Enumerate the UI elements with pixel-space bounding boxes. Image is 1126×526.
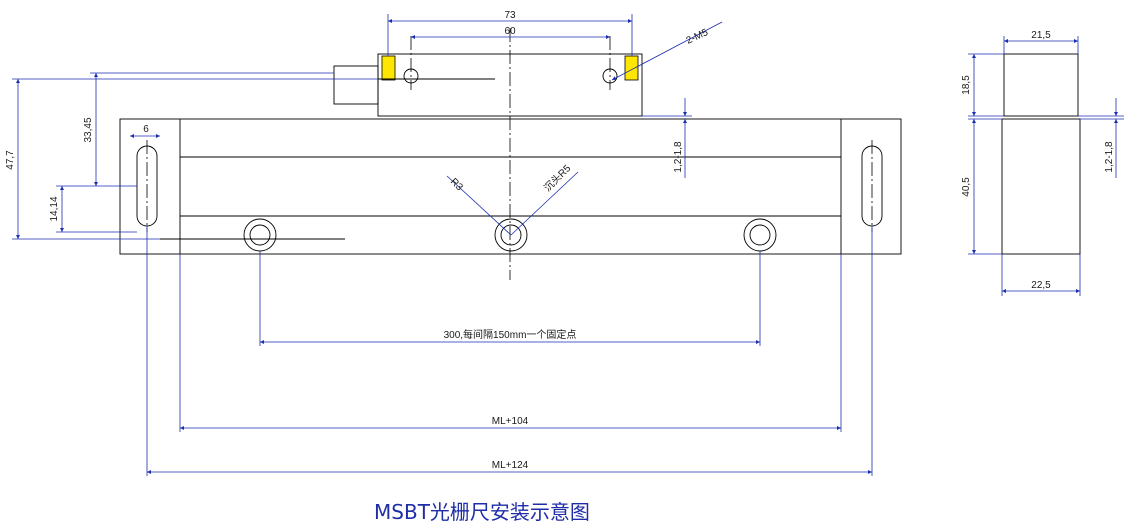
dimension-33-45-label: 33,45 bbox=[83, 117, 94, 142]
dimension-22-5-label: 22,5 bbox=[1031, 280, 1051, 291]
scale-outline bbox=[119, 118, 902, 255]
mounting-pad-right bbox=[624, 55, 639, 81]
scale-body bbox=[119, 118, 902, 255]
dimension-14-14-label: 14,14 bbox=[49, 196, 60, 221]
dimension-6-label: 6 bbox=[143, 124, 149, 135]
dimension-ml-124: ML+124 bbox=[146, 226, 873, 476]
dimension-6: 6 bbox=[130, 124, 160, 138]
dimension-2-m5-label: 2-M5 bbox=[685, 27, 711, 47]
dimension-300: 300,每间隔150mm一个固定点 bbox=[259, 251, 761, 346]
dimension-1-2-1-8-side: 1,2-1,8 bbox=[1078, 98, 1124, 178]
dimension-60: 60 bbox=[411, 26, 610, 39]
dimension-r3: R3 bbox=[446, 175, 512, 236]
dimension-22-5: 22,5 bbox=[1001, 254, 1081, 296]
fixing-point-center-outer bbox=[494, 218, 528, 252]
dimension-ml-124-label: ML+124 bbox=[492, 460, 529, 471]
drawing-title: MSBT光栅尺安装示意图 bbox=[374, 500, 590, 524]
fixing-point-right-inner bbox=[749, 224, 771, 246]
dimension-33-45: 33,45 bbox=[83, 72, 334, 187]
dimension-21-5: 21,5 bbox=[1003, 30, 1079, 54]
dimension-counterbore-r5-label: 沉头R5 bbox=[541, 161, 574, 194]
read-head bbox=[333, 28, 643, 280]
side-view-scale bbox=[1001, 118, 1081, 255]
fixing-point-left-inner bbox=[249, 224, 271, 246]
dimension-73: 73 bbox=[387, 10, 633, 56]
dimension-47-7-label: 47,7 bbox=[5, 150, 16, 170]
fixing-point-left-outer bbox=[243, 218, 277, 252]
dimension-1-2-1-8-main: 1,2-1,8 bbox=[642, 98, 692, 178]
fixing-point-center-inner bbox=[500, 224, 522, 246]
dimension-ml-104-label: ML+104 bbox=[492, 416, 529, 427]
side-view bbox=[1001, 53, 1081, 255]
side-view-head bbox=[1003, 53, 1079, 117]
dimension-ml-104: ML+104 bbox=[179, 254, 842, 432]
dimension-1-2-1-8-main-label: 1,2-1,8 bbox=[673, 141, 684, 173]
dimension-40-5-label: 40,5 bbox=[961, 177, 972, 197]
dimension-300-label: 300,每间隔150mm一个固定点 bbox=[444, 328, 577, 341]
fixing-point-right-outer bbox=[743, 218, 777, 252]
dimension-2-m5: 2-M5 bbox=[611, 21, 723, 81]
cable-connector bbox=[333, 65, 379, 105]
dimension-counterbore-r5: 沉头R5 bbox=[510, 161, 579, 236]
dimension-21-5-label: 21,5 bbox=[1031, 30, 1051, 41]
dimension-73-label: 73 bbox=[504, 10, 516, 21]
dimension-60-label: 60 bbox=[504, 26, 516, 37]
dimension-1-2-1-8-side-label: 1,2-1,8 bbox=[1104, 141, 1115, 173]
dimension-18-5-label: 18,5 bbox=[961, 75, 972, 95]
dimension-40-5: 40,5 bbox=[961, 118, 1002, 255]
dimension-14-14: 14,14 bbox=[49, 185, 137, 233]
dimension-47-7: 47,7 bbox=[5, 78, 378, 240]
dimension-18-5: 18,5 bbox=[961, 53, 1004, 117]
mounting-pad-left bbox=[381, 55, 396, 81]
